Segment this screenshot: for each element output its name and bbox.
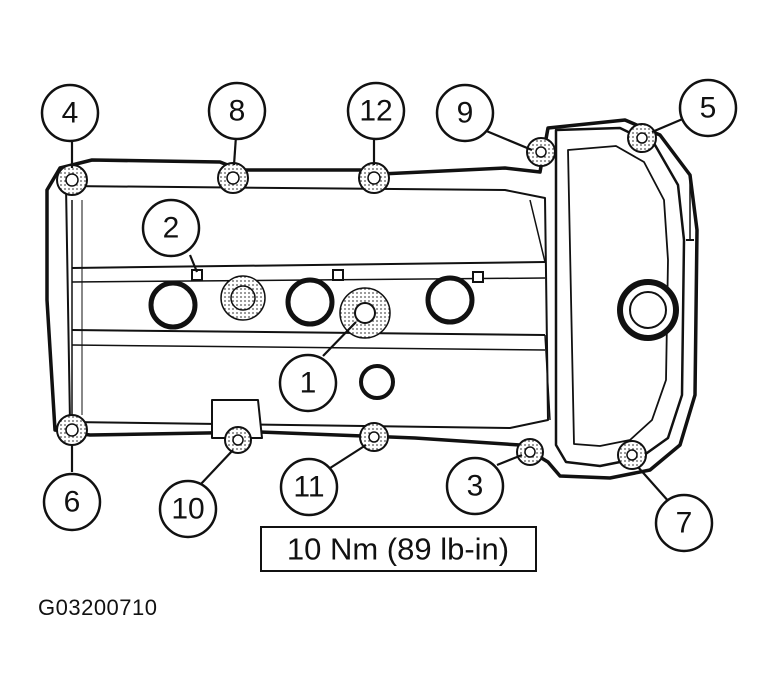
callout-12-label: 12 xyxy=(359,95,392,128)
callout-5: 5 xyxy=(678,78,738,138)
bolt-3 xyxy=(516,438,544,466)
bolt-6 xyxy=(56,414,88,446)
callout-3: 3 xyxy=(445,456,505,516)
bolt-9 xyxy=(526,137,556,167)
port-stud xyxy=(472,271,484,283)
callout-5-label: 5 xyxy=(700,92,717,125)
callout-9-label: 9 xyxy=(457,97,474,130)
callout-12: 12 xyxy=(346,81,406,141)
port-stud xyxy=(332,269,344,281)
pcv-valve-ring xyxy=(359,364,395,400)
callout-8: 8 xyxy=(207,81,267,141)
bolts xyxy=(56,123,657,470)
callout-7-label: 7 xyxy=(676,507,693,540)
center-bolt xyxy=(354,302,376,324)
callout-6: 6 xyxy=(42,472,102,532)
port-seal-ring xyxy=(285,277,335,327)
bolt-10 xyxy=(224,426,252,454)
bolt-7 xyxy=(617,440,647,470)
port-seal-ring xyxy=(148,280,198,330)
dotted-port xyxy=(230,285,256,311)
callout-2: 2 xyxy=(141,198,201,258)
leader-lines xyxy=(70,116,686,504)
bolt-5 xyxy=(627,123,657,153)
callout-4: 4 xyxy=(40,83,100,143)
callout-4-label: 4 xyxy=(62,97,79,130)
callout-2-label: 2 xyxy=(163,212,180,245)
callout-8-label: 8 xyxy=(229,95,246,128)
callout-6-label: 6 xyxy=(64,486,81,519)
callout-1-label: 1 xyxy=(300,367,317,400)
figure-code: G03200710 xyxy=(38,595,158,620)
callouts: 4 8 12 9 5 2 1 6 10 11 3 7 xyxy=(40,78,738,553)
oil-filler-cap xyxy=(617,279,679,341)
bolt-8 xyxy=(217,162,249,194)
torque-spec-box: 10 Nm (89 lb-in) xyxy=(260,526,537,572)
callout-3-label: 3 xyxy=(467,470,484,503)
oil-filler-cap-inner xyxy=(629,291,667,329)
callout-11-label: 11 xyxy=(293,471,324,504)
torque-spec-label: 10 Nm (89 lb-in) xyxy=(287,532,509,567)
bolt-11 xyxy=(359,422,389,452)
bolt-4 xyxy=(56,164,88,196)
bolt-12 xyxy=(358,162,390,194)
callout-7: 7 xyxy=(654,493,714,553)
callout-9: 9 xyxy=(435,83,495,143)
callout-11: 11 xyxy=(279,457,339,517)
callout-10-label: 10 xyxy=(171,493,204,526)
callout-1: 1 xyxy=(278,353,338,413)
port-seal-ring xyxy=(425,275,475,325)
dotted-port xyxy=(220,275,266,321)
callout-10: 10 xyxy=(158,479,218,539)
